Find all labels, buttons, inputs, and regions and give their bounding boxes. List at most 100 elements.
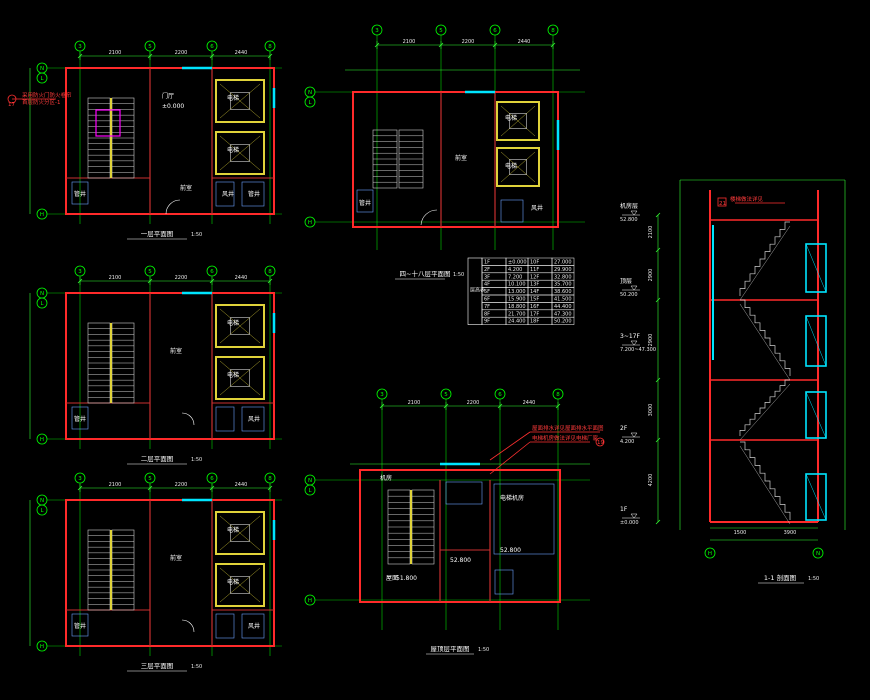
plan2-room-label: 前室 [170,347,182,355]
level-table-value: 9F [484,319,490,325]
section-level-name: 1F [620,506,628,513]
section-level-triangle [630,432,638,438]
section-dim-value: 4200 [648,474,654,487]
section-dim-value: 3900 [784,530,797,536]
section-window-diag [805,315,827,367]
level-table-value: 13F [530,282,539,288]
plan5-outer-wall [359,469,561,603]
plan3-elevator-1-diag [219,515,261,551]
section-dim-tick [655,377,661,383]
plan1-shaft-right [215,181,235,207]
plan2-title: 二层平面图 [141,455,174,463]
plan3-elevator-2-diag [219,567,261,603]
plan2-door-swing [181,412,195,426]
section-level-triangle [630,340,638,346]
plan4-axis-l-bubble [304,96,316,108]
plan4-elevator-2-shaft [496,147,540,187]
level-table-value: 10F [530,260,539,266]
level-table-value: 7.200 [508,274,522,280]
plan5-axis-top-0-label: 3 [380,392,384,398]
plan1-axis-top-0-label: 3 [78,44,82,50]
plan2-elevator-1-car [230,317,250,335]
level-table-cell [551,316,575,325]
plan2-elevator-2-diag [219,360,261,396]
plan1-note-red: 采用防火门防火卷帘 [22,91,72,99]
plan3-axis-top-1-label: 5 [148,476,152,482]
plan3-title: 三层平面图 [141,662,174,670]
section-window [805,243,827,293]
section-axis-h-label: H [708,551,712,557]
level-table-value: 4F [484,282,490,288]
plan5-room-label: 机房 [380,474,392,482]
section-dim-value: 2100 [648,226,654,239]
plan5-leader [489,441,531,475]
section-stair-flight [739,221,790,296]
level-table-value: 15.900 [508,297,526,303]
plan2-dim-top-value: 2200 [175,275,188,281]
plan4-axis-top-1-label: 5 [439,28,443,34]
section-window-diag [805,473,827,521]
level-table-value: 2F [484,267,490,273]
plan3-room-label: 管井 [74,622,86,630]
plan4-axis-l-label: L [308,100,312,106]
plan1-dim-top-value: 2440 [235,50,248,56]
plan4-room-label: 电梯 [505,114,517,122]
plan2-axis-n-label: N [40,291,44,297]
plan3-scale: 1:50 [191,664,202,670]
plan5-room-label: 52.800 [500,547,521,554]
section-dim-value: 2900 [648,269,654,282]
section-stair-flight [740,299,791,376]
section-dim-tick [655,519,661,525]
plan5-machine-room [493,483,555,555]
plan5-note-red: 屋面排水详见屋面排水平面图 [532,424,604,432]
plan4-elevator-1-diag [500,105,536,137]
section-dim-value: 1500 [734,530,747,536]
plan5-dim-top-value: 2200 [467,400,480,406]
plan3-elevator-1-car [230,524,250,542]
plan1-axis-top-3-label: 8 [268,44,272,50]
plan1-room-label: ±0.000 [162,103,184,110]
plan3-shaft-right2 [241,613,265,639]
plan2-axis-l-bubble [36,297,48,309]
level-table-value: 38.600 [554,289,572,295]
plan3-shaft-left [71,613,89,637]
plan5-leader-bubble [595,437,605,447]
plan5-shaft [494,569,514,595]
plan3-outer-wall [65,499,275,647]
plan4-shaft [356,189,374,213]
level-table-value: 24.400 [508,319,526,325]
level-table-value: 1F [484,260,490,266]
level-table-value: 13.000 [508,289,526,295]
plan1-purple-box [95,109,121,137]
plan1-elevator-1-car [230,92,250,110]
plan4-room-label: 前室 [455,154,467,162]
plan1-axis-l-bubble [36,72,48,84]
plan3-elevator-1-shaft [215,511,265,555]
level-table-value: 32.800 [554,274,572,280]
plan3-axis-top-2-label: 6 [210,476,214,482]
plan5-room-label: 51.800 [396,575,417,582]
plan3-axis-l-bubble [36,504,48,516]
plan3-room-label: 前室 [170,554,182,562]
section-title: 1-1 剖面图 [764,573,796,582]
section-level-name: 机房层 [620,202,638,210]
plan4-axis-top-0-label: 3 [375,28,379,34]
plan1-note-num: 17 [8,102,15,108]
plan2-axis-l-label: L [40,301,44,307]
section-stair-stringer [739,303,791,381]
section-dim-tick [655,247,661,253]
level-table-value: 50.200 [554,319,572,325]
plan5-dim-top-value: 2100 [408,400,421,406]
plan5-axis-l-bubble [304,484,316,496]
plan4-elevator-2-car [509,159,527,175]
plan4-room-label: 风井 [531,204,543,212]
plan4-axis-h-label: H [308,220,312,226]
section-stair-stringer [739,383,791,441]
plan2-dim-top-value: 2440 [235,275,248,281]
plan1-room-label: 门厅 [162,92,174,100]
section-level-triangle [630,285,638,291]
plan2-elevator-2-car [230,369,250,387]
plan1-elevator-1-diag [219,83,261,119]
plan4-scale: 1:50 [453,272,464,278]
